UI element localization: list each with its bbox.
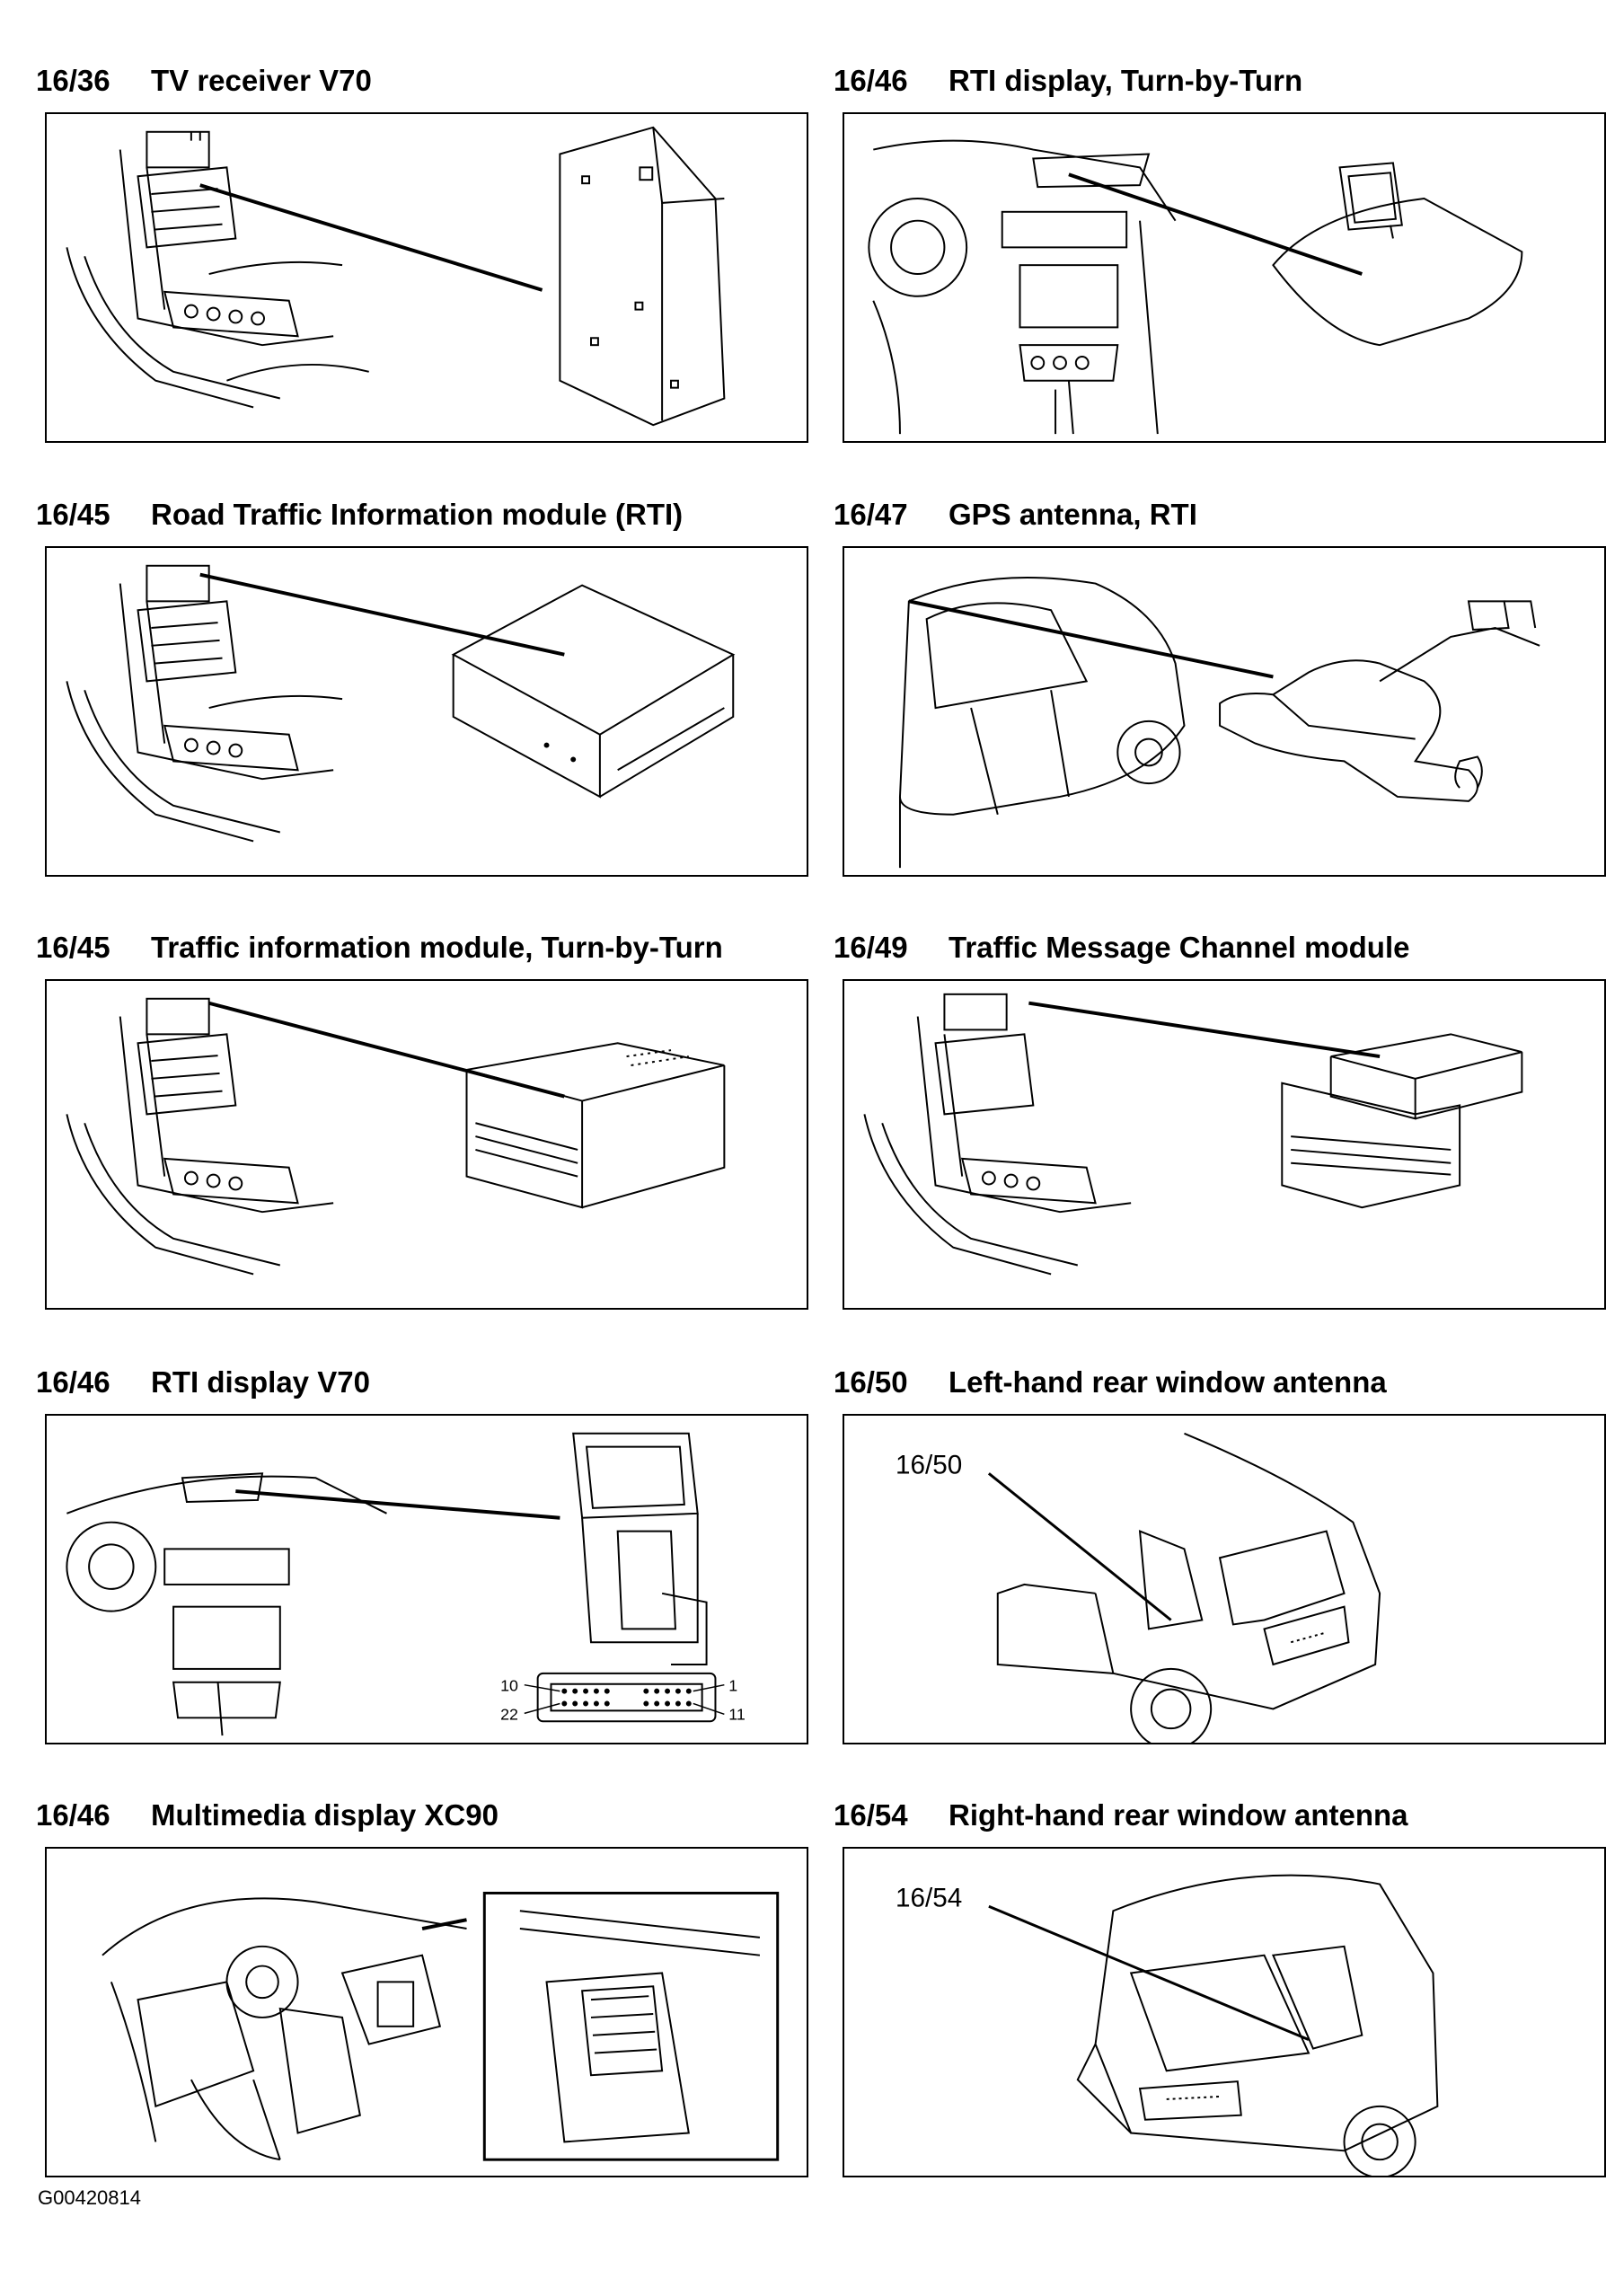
right-rear-antenna-illustration: 16/54 — [896, 1874, 1439, 2176]
panel-traffic-information-module-turn-by-turn: 16/45 Traffic information module, Turn-b… — [36, 925, 817, 1320]
left-rear-antenna-illustration: 16/50 — [896, 1432, 1381, 1743]
illustration-frame — [45, 1847, 808, 2177]
illustration-frame — [45, 112, 808, 443]
panel-title: RTI display, Turn-by-Turn — [949, 64, 1303, 97]
panel-code: 16/46 — [36, 1798, 110, 1832]
panel-left-hand-rear-window-antenna: 16/50 Left-hand rear window antenna 16/5… — [834, 1360, 1606, 1755]
panel-title: GPS antenna, RTI — [949, 498, 1197, 531]
panel-code: 16/45 — [36, 931, 110, 964]
illustration-frame: 10 22 1 11 — [45, 1414, 808, 1744]
pin-label-22: 22 — [500, 1705, 518, 1723]
rti-display-v70-illustration: 10 22 1 11 — [66, 1432, 746, 1736]
tv-receiver-illustration — [66, 126, 726, 427]
panel-code: 16/47 — [834, 498, 908, 531]
callout-label: 16/54 — [896, 1883, 962, 1912]
panel-road-traffic-information-module: 16/45 Road Traffic Information module (R… — [36, 492, 817, 887]
xc90-multimedia-illustration — [101, 1891, 780, 2161]
traffic-module-illustration — [66, 997, 726, 1276]
panel-code: 16/54 — [834, 1798, 908, 1832]
panel-title: Traffic Message Channel module — [949, 931, 1410, 964]
callout-label: 16/50 — [896, 1450, 962, 1479]
illustration-frame — [843, 546, 1606, 877]
pin-label-11: 11 — [728, 1705, 746, 1723]
panel-traffic-message-channel-module: 16/49 Traffic Message Channel module — [834, 925, 1606, 1320]
panel-title: RTI display V70 — [151, 1365, 370, 1399]
panel-title: Multimedia display XC90 — [151, 1798, 499, 1832]
panel-right-hand-rear-window-antenna: 16/54 Right-hand rear window antenna 16/… — [834, 1793, 1606, 2188]
gps-antenna-illustration — [898, 576, 1540, 869]
image-code: G00420814 — [38, 2186, 141, 2209]
panel-code: 16/49 — [834, 931, 908, 964]
pin-label-10: 10 — [500, 1677, 518, 1695]
panel-heading: 16/49 Traffic Message Channel module — [834, 925, 1409, 970]
panel-title: TV receiver V70 — [151, 64, 372, 97]
panel-heading: 16/45 Traffic information module, Turn-b… — [36, 925, 723, 970]
illustration-frame — [45, 546, 808, 877]
panel-title: Road Traffic Information module (RTI) — [151, 498, 684, 531]
panel-title: Right-hand rear window antenna — [949, 1798, 1408, 1832]
panel-rti-display-turn-by-turn: 16/46 RTI display, Turn-by-Turn — [834, 58, 1606, 454]
panel-heading: 16/46 RTI display V70 — [36, 1360, 370, 1405]
illustration-frame — [843, 112, 1606, 443]
panel-code: 16/50 — [834, 1365, 908, 1399]
panel-code: 16/46 — [36, 1365, 110, 1399]
panel-heading: 16/50 Left-hand rear window antenna — [834, 1360, 1387, 1405]
panel-title: Traffic information module, Turn-by-Turn — [151, 931, 723, 964]
panel-title: Left-hand rear window antenna — [949, 1365, 1387, 1399]
rti-module-illustration — [66, 564, 736, 843]
panel-heading: 16/54 Right-hand rear window antenna — [834, 1793, 1408, 1838]
panel-heading: 16/36 TV receiver V70 — [36, 58, 372, 103]
illustration-frame — [843, 979, 1606, 1310]
panel-tv-receiver-v70: 16/36 TV receiver V70 — [36, 58, 817, 454]
pin-label-1: 1 — [728, 1677, 737, 1695]
panel-heading: 16/46 RTI display, Turn-by-Turn — [834, 58, 1302, 103]
panel-code: 16/46 — [834, 64, 908, 97]
tmc-module-illustration — [863, 993, 1523, 1276]
panel-code: 16/36 — [36, 64, 110, 97]
connector-pins — [561, 1688, 692, 1707]
panel-rti-display-v70: 16/46 RTI display V70 — [36, 1360, 817, 1755]
illustration-frame: 16/50 — [843, 1414, 1606, 1744]
illustration-frame — [45, 979, 808, 1310]
panel-heading: 16/45 Road Traffic Information module (R… — [36, 492, 683, 537]
panel-code: 16/45 — [36, 498, 110, 531]
panel-gps-antenna-rti: 16/47 GPS antenna, RTI — [834, 492, 1606, 887]
panel-heading: 16/47 GPS antenna, RTI — [834, 492, 1197, 537]
panel-multimedia-display-xc90: 16/46 Multimedia display XC90 — [36, 1793, 817, 2188]
rti-display-turn-by-turn-illustration — [868, 139, 1523, 435]
panel-heading: 16/46 Multimedia display XC90 — [36, 1793, 499, 1838]
illustration-frame: 16/54 — [843, 1847, 1606, 2177]
